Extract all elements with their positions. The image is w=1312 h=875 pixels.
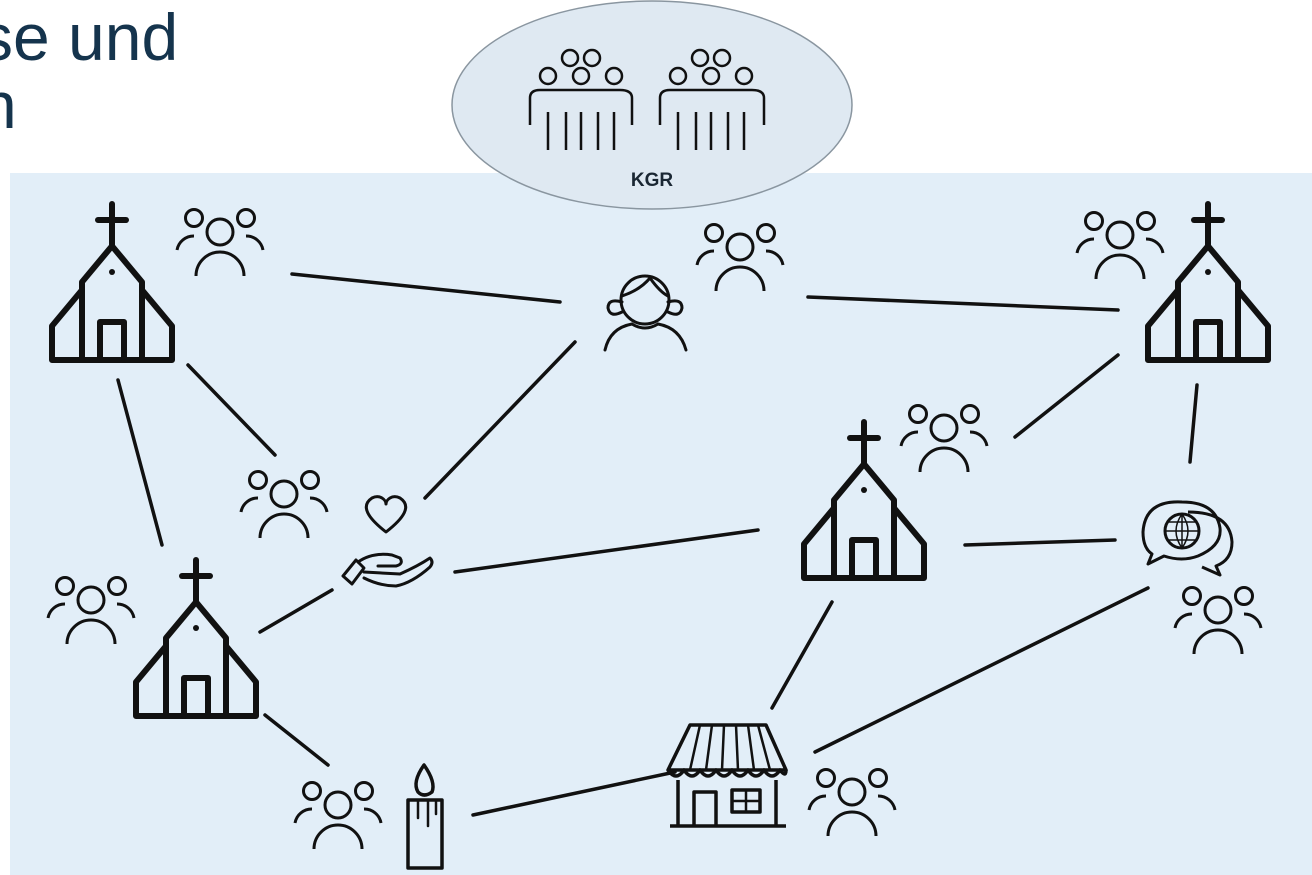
council-bubble: KGR <box>451 0 853 210</box>
connection-line <box>813 586 1150 754</box>
connection-line <box>258 588 334 634</box>
connection-line <box>290 272 562 304</box>
council-ellipse <box>451 0 853 210</box>
global-chat-icon <box>1141 500 1234 577</box>
connection-line <box>963 538 1117 547</box>
connection-line <box>770 600 834 710</box>
network-panel <box>10 173 1312 875</box>
shop-icon <box>666 723 788 828</box>
connection-line <box>1013 353 1120 439</box>
connection-lines <box>116 272 1199 817</box>
connection-line <box>186 363 277 457</box>
connection-line <box>453 528 760 574</box>
connection-line <box>471 770 677 817</box>
person-icon <box>603 274 688 352</box>
connection-line <box>423 340 577 500</box>
heading-line-1: se und <box>0 0 179 74</box>
charity-hand-icon <box>341 495 434 588</box>
connection-line <box>806 295 1120 312</box>
connection-line <box>116 378 164 547</box>
connection-line <box>1188 383 1199 464</box>
council-members-icon <box>528 48 766 150</box>
candle-icon <box>406 763 444 870</box>
council-label: KGR <box>631 170 674 191</box>
connection-line <box>263 713 330 767</box>
heading-line-2: n <box>0 72 17 138</box>
